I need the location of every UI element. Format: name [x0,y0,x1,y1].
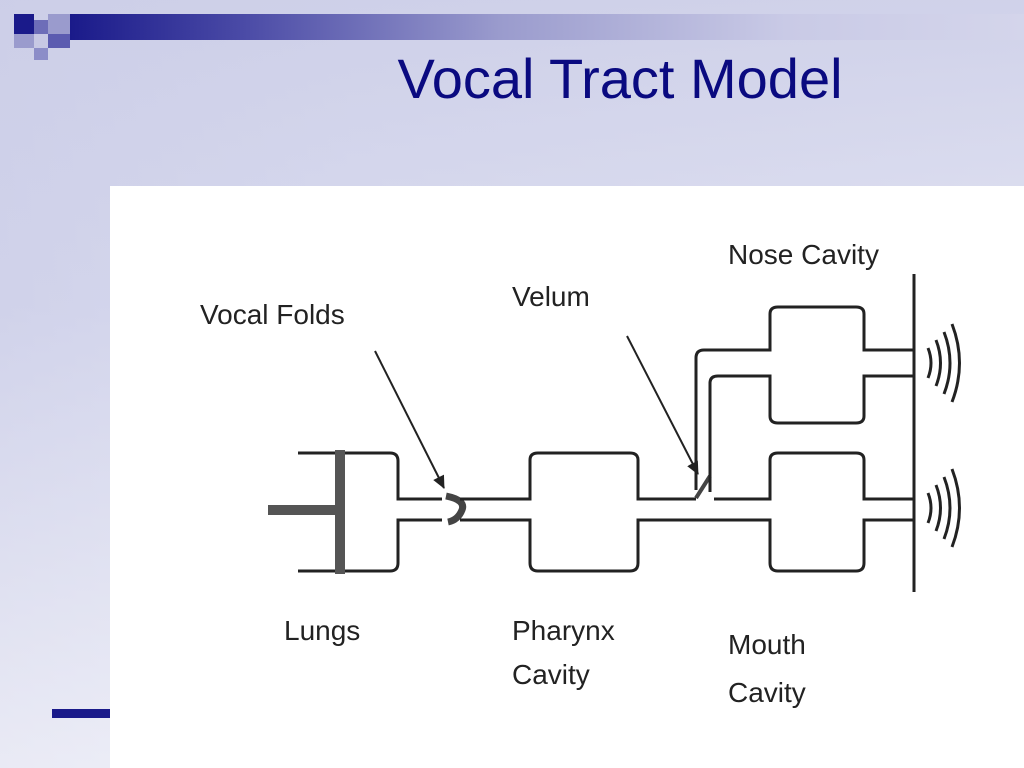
vocal-tract-svg: Vocal Folds Velum Nose Cavity Lungs Phar… [200,239,961,708]
decor-square [34,34,48,48]
slide-title: Vocal Tract Model [397,47,843,110]
vocal-folds-arrow [374,350,445,489]
label-mouth-line1: Mouth [728,629,806,660]
label-mouth-line2: Cavity [728,677,806,708]
vocal-tract-diagram: Vocal Folds Velum Nose Cavity Lungs Phar… [110,186,1024,768]
mouth-cavity-shape [696,451,914,573]
label-pharynx-line1: Pharynx [512,615,615,646]
sound-wave-icon [926,468,961,548]
decor-square [34,20,48,34]
decor-square [14,14,34,34]
nose-cavity-shape [694,305,914,492]
decor-square [48,34,70,48]
label-pharynx-line2: Cavity [512,659,590,690]
lungs-shape [298,451,442,573]
decor-square [34,48,48,60]
label-vocal-folds: Vocal Folds [200,299,345,330]
lungs-piston [268,450,345,574]
vocal-fold [445,492,467,526]
pharynx-cavity-shape [460,451,696,573]
label-velum: Velum [512,281,590,312]
velum-arrow [626,335,699,475]
header-gradient-bar [70,14,1024,40]
decor-square [48,14,70,34]
footer-accent-line [52,709,112,718]
velum [694,474,712,500]
decor-square [14,34,34,48]
label-nose-cavity: Nose Cavity [728,239,879,270]
label-lungs: Lungs [284,615,360,646]
sound-wave-icon [926,323,961,403]
